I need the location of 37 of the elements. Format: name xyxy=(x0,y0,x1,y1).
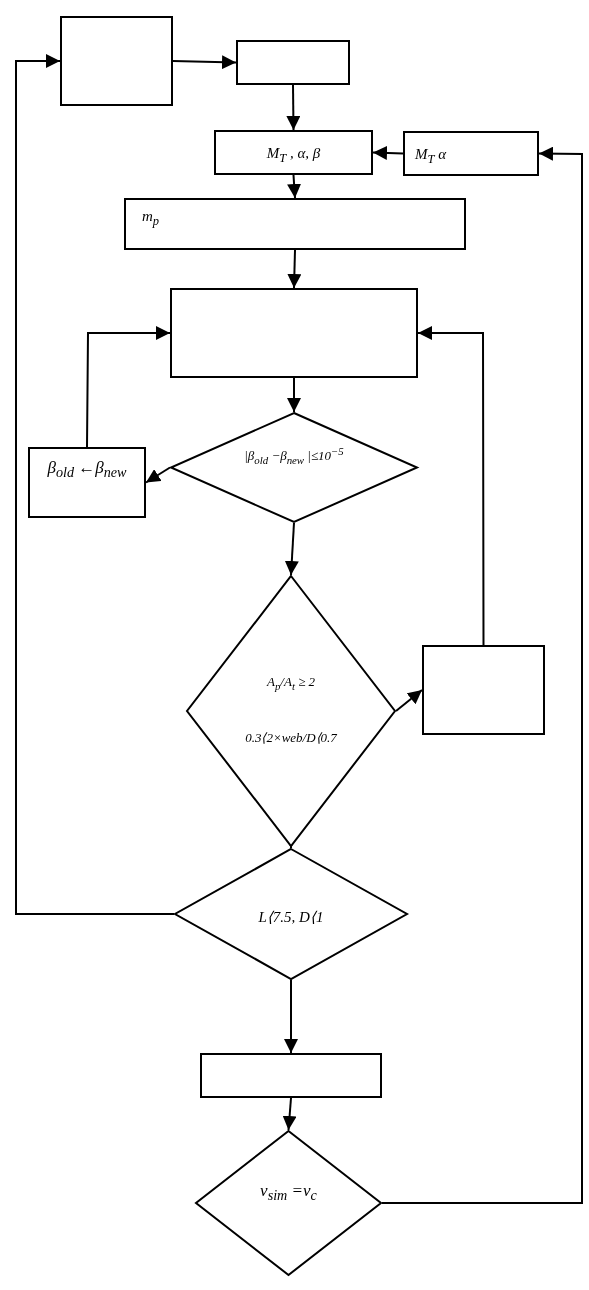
formula-text: M$_{T}$ α xyxy=(415,145,447,166)
arrow xyxy=(381,146,583,1204)
formula-text: L⟨7.5, D⟨1 xyxy=(258,908,324,925)
arrow xyxy=(287,377,301,413)
arrow xyxy=(287,174,302,199)
formula-text: A$_{p}$/A$_{t}$ ≥ 2 xyxy=(266,675,316,693)
formula-text: m$_{p}$ xyxy=(142,207,160,229)
arrow xyxy=(145,466,171,484)
process-box xyxy=(200,1053,382,1098)
decision-diamond xyxy=(170,412,418,523)
process-box xyxy=(28,447,146,518)
arrow xyxy=(172,55,237,70)
formula-text: 0.3⟨2×web/D⟨0.7 xyxy=(245,731,337,746)
formula-text: β$_{old}$ ←β$_{new}$ xyxy=(47,459,127,482)
process-box xyxy=(236,40,350,85)
formula-text: v$_{sim}$ =v$_{c}$ xyxy=(260,1181,317,1204)
process-box xyxy=(422,645,545,735)
decision-diamond xyxy=(186,575,396,847)
arrow xyxy=(282,1097,297,1131)
process-box xyxy=(214,130,373,175)
process-box xyxy=(403,131,539,176)
decision-diamond xyxy=(195,1130,382,1276)
process-box xyxy=(124,198,466,250)
arrow xyxy=(372,145,404,160)
formula-text: |β$_{old}$ −β$_{new}$ |≤10$^{−5}$ xyxy=(244,446,344,467)
process-box xyxy=(60,16,173,106)
arrow xyxy=(286,84,301,131)
arrow xyxy=(287,249,302,289)
arrow xyxy=(284,979,298,1054)
arrow xyxy=(86,326,171,448)
process-box xyxy=(170,288,418,378)
arrow xyxy=(395,689,423,712)
arrow xyxy=(15,54,175,915)
arrow xyxy=(417,326,485,646)
formula-text: M$_{T}$ , α, β xyxy=(266,144,321,165)
arrow xyxy=(284,522,299,576)
decision-diamond xyxy=(174,848,408,980)
